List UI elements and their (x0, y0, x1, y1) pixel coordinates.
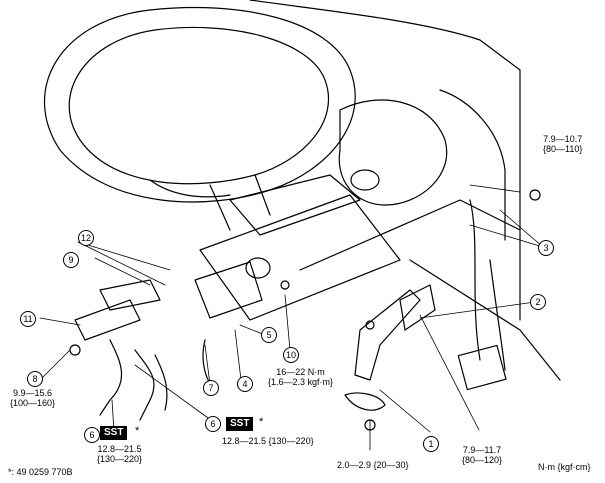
torque-value-kgf: {130—220} (97, 454, 143, 464)
torque-value-kgf: {80—120} (462, 455, 503, 465)
reservoir (194, 261, 263, 319)
leader-lines (39, 184, 544, 451)
nut-bottom (364, 419, 376, 431)
torque-value: 9.9—15.6 (13, 388, 53, 398)
sst-star-left: * (135, 425, 140, 437)
torque-sst-mid: 12.8—21.5 {130—220} (222, 436, 314, 446)
callout-5: 5 (261, 327, 277, 343)
wire-harness-right (469, 199, 506, 371)
torque-value: 12.8—21.5 {130—220} (222, 436, 314, 446)
steering-wheel-rim (43, 6, 356, 203)
bolt-10 (280, 280, 290, 290)
torque-bolt-10: 16—22 N·m {1.6—2.3 kgf·m} (268, 367, 333, 387)
callout-2: 2 (530, 294, 546, 310)
torque-nut-8: 9.9—15.6 {100—160} (10, 388, 55, 408)
bottom-plate (344, 392, 386, 411)
brake-pipe-3 (154, 354, 168, 411)
support-bracket-plate (399, 284, 436, 331)
callout-6-left: 6 (84, 427, 100, 443)
torque-value: 7.9—10.7 (543, 134, 583, 144)
callout-4: 4 (237, 376, 253, 392)
dashboard-edge (249, 0, 521, 321)
steering-column-body (199, 194, 401, 321)
bolt-top-right (529, 189, 541, 201)
callout-6-right: 6 (205, 416, 221, 432)
torque-sst-left: 12.8—21.5 {130—220} (97, 444, 142, 464)
sst-badge-left: SST (100, 426, 128, 440)
torque-top-right: 7.9—10.7 {80—110} (543, 134, 582, 154)
callout-9: 9 (63, 252, 79, 268)
torque-bottom-nut: 2.0—2.9 {20—30} (337, 460, 409, 470)
steering-column (229, 174, 361, 236)
torque-value-kgf: {1.6—2.3 kgf·m} (268, 377, 334, 387)
callout-12: 12 (78, 230, 94, 246)
reservoir-cap (245, 257, 271, 279)
dashboard-lower (299, 199, 561, 381)
torque-value-kgf: {80—110} (543, 144, 583, 154)
callout-8: 8 (27, 371, 43, 387)
brake-pipe (99, 339, 123, 416)
callout-10: 10 (283, 347, 299, 363)
callout-3: 3 (538, 240, 554, 256)
torque-bracket-right: 7.9—11.7 {80—120} (462, 445, 502, 465)
bolt-8 (69, 344, 81, 356)
steering-wheel-rim-inner (68, 26, 330, 185)
dashboard-panel (439, 89, 506, 241)
units-label: N·m {kgf·cm} (538, 462, 591, 472)
torque-value: 2.0—2.9 {20—30} (337, 460, 409, 470)
callout-11: 11 (20, 311, 36, 327)
callout-1: 1 (423, 436, 439, 452)
callout-7: 7 (203, 380, 219, 396)
column-cover (338, 99, 448, 206)
sst-star-mid: * (259, 416, 264, 428)
cylinder-body (74, 299, 141, 341)
cylinder-body-2 (99, 279, 161, 311)
connector-right (457, 344, 507, 391)
column-hub (350, 169, 380, 191)
torque-value-kgf: {100—160} (10, 398, 56, 408)
steering-wheel-spoke (149, 174, 271, 231)
torque-value: 7.9—11.7 (462, 445, 502, 455)
bolt-bracket (365, 320, 375, 330)
footnote: *: 49 0259 770B (8, 467, 73, 477)
support-bracket (354, 289, 421, 381)
brake-pipe-2 (134, 349, 155, 421)
sst-badge-mid: SST (226, 417, 254, 431)
torque-value: 12.8—21.5 (97, 444, 142, 454)
torque-value: 16—22 N·m (276, 367, 325, 377)
